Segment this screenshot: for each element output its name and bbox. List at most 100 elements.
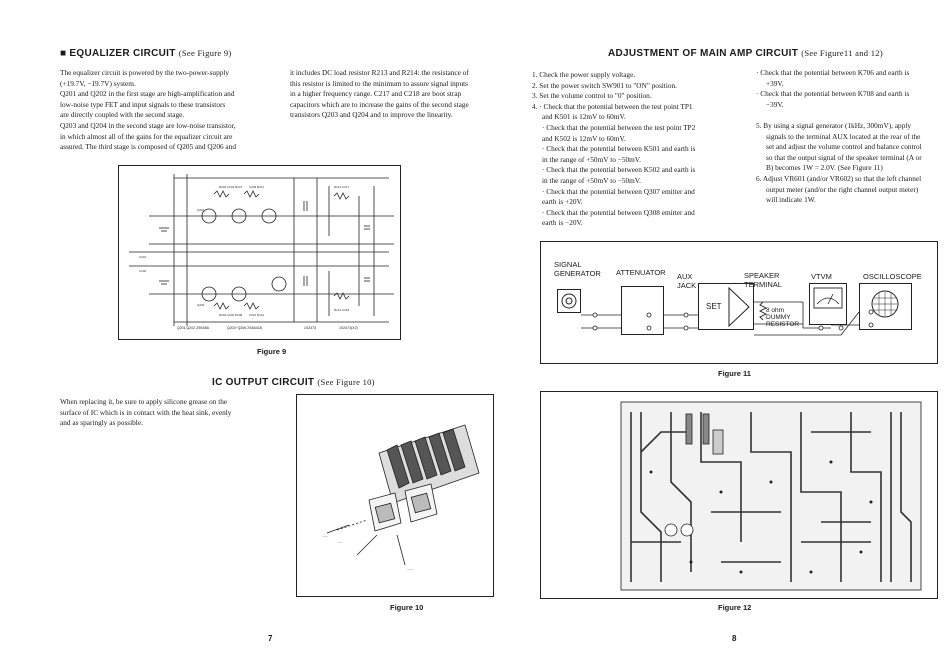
step-line: 6. Adjust VR601 (and/or VR602) so that t… <box>756 173 922 183</box>
svg-text:R204 C204 R208: R204 C204 R208 <box>219 313 243 317</box>
step-line: earth is +20V. <box>542 197 583 207</box>
step-line: set and adjust the volume control and ba… <box>766 142 922 152</box>
equalizer-heading: ■ EQUALIZER CIRCUIT (See Figure 9) <box>60 48 232 59</box>
step-line: and K501 is 12mV to 60mV. <box>542 112 626 122</box>
text-line: are directly coupled with the second sta… <box>60 110 185 120</box>
step-line <box>756 110 938 121</box>
text-line: and as sparingly as possible. <box>60 418 143 428</box>
figure-9-parts-1: Q201,Q202 2SK68A <box>177 326 209 330</box>
step-line: earth is −20V. <box>542 218 583 228</box>
step-line: will indicate 1W. <box>766 195 816 205</box>
amplifier-triangle-icon <box>728 286 750 328</box>
meter-icon <box>813 287 843 309</box>
adjustment-steps-col2: · Check that the potential between K706 … <box>756 68 938 206</box>
text-line: Q201 and Q202 in the first stage are hig… <box>60 89 235 99</box>
step-line: −39V. <box>766 99 784 109</box>
page-number-right: 8 <box>732 634 737 643</box>
step-line: 3. Set the volume control to "0" positio… <box>532 91 652 101</box>
text-line: in which almost all of the gains for the… <box>60 131 233 141</box>
text-line: low-noise type FET and input signals to … <box>60 99 226 109</box>
step-line: · Check that the potential between K501 … <box>542 144 696 154</box>
svg-text:C202: C202 <box>139 269 147 273</box>
step-line: · Check that the potential between the t… <box>542 122 696 132</box>
figure-9-parts-2: Q203~Q206 2SA641B <box>227 326 262 330</box>
step-line: 1. Check the power supply voltage. <box>532 70 636 79</box>
figure-10-ic-heatsink: —— —— —— <box>296 394 494 597</box>
ic-output-text: When replacing it, be sure to apply sili… <box>60 397 285 429</box>
text-line: assured. The third stage is composed of … <box>60 142 236 152</box>
svg-text:Q202: Q202 <box>197 303 205 307</box>
vtvm-box <box>809 283 847 325</box>
resistor-icon <box>759 302 767 320</box>
figure-9-parts-4: 1S2473(X2) <box>339 326 358 330</box>
step-line: so that the output signal of the speaker… <box>766 152 922 162</box>
attenuator-label: ATTENUATOR <box>616 268 666 277</box>
figure-12-pcb-layout <box>540 391 938 599</box>
page-number-left: 7 <box>268 634 273 643</box>
equalizer-text-col2: it includes DC load resistor R213 and R2… <box>290 68 502 121</box>
step-line: in the range of +50mV to −50mV. <box>542 154 641 164</box>
svg-text:——: —— <box>322 534 328 538</box>
text-line: capacitors which are to increase the gai… <box>290 99 469 109</box>
signal-generator-label: SIGNAL GENERATOR <box>554 260 601 278</box>
text-line: The equalizer circuit is powered by the … <box>60 68 230 77</box>
dummy-resistor-label: 8 ohm DUMMY RESISTOR <box>766 307 800 328</box>
adjustment-steps-col1: 1. Check the power supply voltage.2. Set… <box>532 70 742 229</box>
step-line: 4. · Check that the potential between th… <box>532 101 693 111</box>
text-line: (+19.7V, −19.7V) system. <box>60 78 136 88</box>
connection-wires <box>581 301 874 336</box>
signal-generator-box <box>557 289 581 313</box>
text-line: it includes DC load resistor R213 and R2… <box>290 68 469 77</box>
step-line: output meter (and/or the right channel o… <box>766 184 919 194</box>
svg-text:——: —— <box>407 567 413 571</box>
step-line: 2. Set the power switch SW901 to "ON" po… <box>532 80 677 90</box>
aux-jack-label: AUX JACK <box>677 272 697 290</box>
text-line: surface of IC which is in contact with t… <box>60 407 232 417</box>
text-line: When replacing it, be sure to apply sili… <box>60 397 228 406</box>
figure-11-caption: Figure 11 <box>718 369 751 378</box>
figure-10-caption: Figure 10 <box>390 603 424 612</box>
step-line: · Check that the potential between K502 … <box>542 165 696 175</box>
svg-text:C210 R212: C210 R212 <box>249 313 265 317</box>
svg-text:Q201: Q201 <box>197 208 205 212</box>
step-line: · Check that the potential between Q308 … <box>542 207 695 217</box>
figure-9-parts-3: 1S2473 <box>304 326 317 330</box>
step-line: B) becomes 1W = 2.0V. (See Figure 11) <box>766 163 883 173</box>
step-line: · Check that the potential between K708 … <box>756 89 910 99</box>
svg-text:C209 R211: C209 R211 <box>249 185 264 189</box>
figure-9-caption: Figure 9 <box>257 347 287 356</box>
set-label: SET <box>706 302 722 311</box>
figure-11-block-diagram: SIGNAL GENERATOR ATTENUATOR AUX JACK SET… <box>540 241 938 364</box>
set-box: SET <box>698 283 754 330</box>
equalizer-text-col1: The equalizer circuit is powered by the … <box>60 68 282 153</box>
svg-text:R213 C217: R213 C217 <box>334 185 350 189</box>
attenuator-box <box>621 286 664 335</box>
ic-output-heading: IC OUTPUT CIRCUIT (See Figure 10) <box>212 377 375 388</box>
text-line: in a higher frequency range. C217 and C2… <box>290 89 462 99</box>
text-line: Q203 and Q204 in the second stage are lo… <box>60 120 236 130</box>
step-line: 5. By using a signal generator (1kHz, 30… <box>756 120 912 130</box>
speaker-terminal-label: SPEAKER TERMINAL <box>744 271 782 289</box>
svg-text:R214 C218: R214 C218 <box>334 308 350 312</box>
adjustment-heading: ADJUSTMENT OF MAIN AMP CIRCUIT (See Figu… <box>608 48 883 59</box>
pcb-trace-drawing <box>620 401 922 591</box>
text-line: this resistor is limited to the minimum … <box>290 78 468 88</box>
step-line: signals to the terminal AUX located at t… <box>766 131 921 141</box>
step-line: +39V. <box>766 78 784 88</box>
svg-text:——: —— <box>337 540 343 544</box>
oscilloscope-label: OSCILLOSCOPE <box>863 272 922 281</box>
scope-screen-icon <box>871 290 899 318</box>
step-line: · Check that the potential between Q307 … <box>542 186 695 196</box>
step-line: in the range of +50mV to −50mV. <box>542 175 641 185</box>
signal-generator-dial-icon <box>561 293 577 309</box>
step-line: and K502 is 12mV to 60mV. <box>542 133 626 143</box>
text-line: transistors Q203 and Q204 and to improve… <box>290 110 453 120</box>
figure-12-caption: Figure 12 <box>718 603 752 612</box>
vtvm-label: VTVM <box>811 272 832 281</box>
svg-text:C201: C201 <box>139 255 147 259</box>
heatsink-drawing: —— —— —— <box>322 424 480 571</box>
oscilloscope-box <box>859 283 912 330</box>
svg-text:R203 C203 R207: R203 C203 R207 <box>219 185 243 189</box>
equalizer-schematic-drawing: R203 C203 R207 C209 R211 R204 C204 R208 … <box>129 174 394 326</box>
figure-9-schematic: R203 C203 R207 C209 R211 R204 C204 R208 … <box>118 165 401 340</box>
